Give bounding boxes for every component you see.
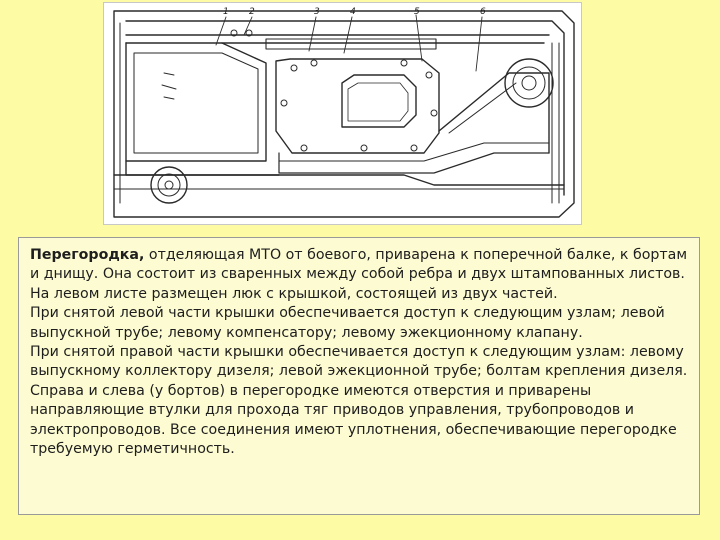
callout-6: 6 [480,7,486,17]
callout-5: 5 [414,7,420,17]
paragraph-3: При снятой правой части крышки обеспечив… [30,344,688,380]
outer-frame [113,10,575,218]
callout-2: 2 [249,7,255,17]
wheel [150,166,188,204]
callout-3: 3 [314,7,320,17]
paragraph-2: При снятой левой части крышки обеспечива… [30,305,665,341]
left-panel [125,42,267,162]
description-text-box: Перегородка, отделяющая МТО от боевого, … [18,237,700,515]
paragraph-1-body: отделяющая МТО от боевого, приварена к п… [30,247,688,302]
hatch-cover [275,58,440,154]
partition-drawing: 1 2 3 4 5 6 [103,2,582,225]
sprocket [504,58,554,108]
callout-1: 1 [223,7,229,17]
term-heading: Перегородка, [30,247,145,263]
callout-4: 4 [350,7,356,17]
partition-line-drawing: 1 2 3 4 5 6 [113,7,575,218]
paragraph-4: Справа и слева (у бортов) в перегородке … [30,382,677,458]
paragraph-1: Перегородка, отделяющая МТО от боевого, … [30,246,689,304]
